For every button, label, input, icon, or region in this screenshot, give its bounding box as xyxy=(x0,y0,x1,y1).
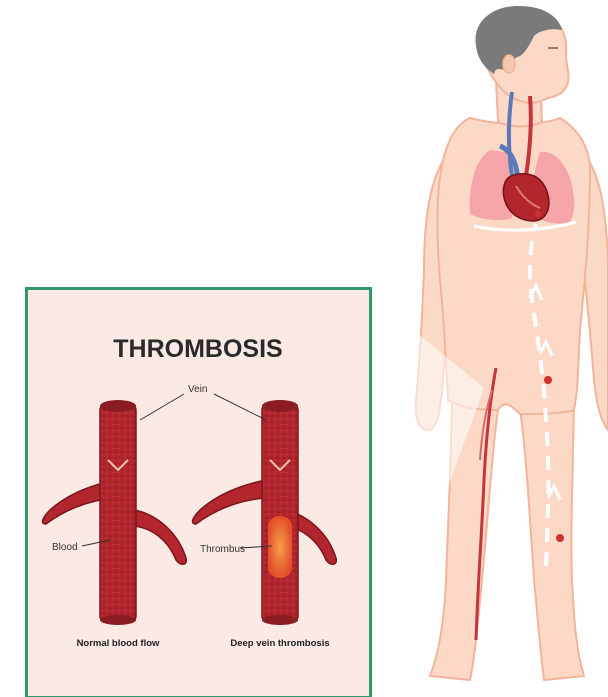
vein-label: Vein xyxy=(188,384,207,395)
embolus-dot xyxy=(556,534,564,542)
embolus-dot xyxy=(535,211,541,217)
ear xyxy=(503,55,515,73)
inset-panel: THROMBOSIS Vein xyxy=(25,287,372,697)
human-body-figure xyxy=(416,6,608,680)
embolus-dot xyxy=(544,376,552,384)
caption-normal: Normal blood flow xyxy=(77,638,160,649)
inset-title: THROMBOSIS xyxy=(113,335,282,363)
caption-dvt: Deep vein thrombosis xyxy=(230,638,329,649)
right-leg xyxy=(520,382,584,680)
thrombus-label: Thrombus xyxy=(200,544,245,555)
thrombus-clot xyxy=(268,516,292,578)
blood-label: Blood xyxy=(52,542,78,553)
